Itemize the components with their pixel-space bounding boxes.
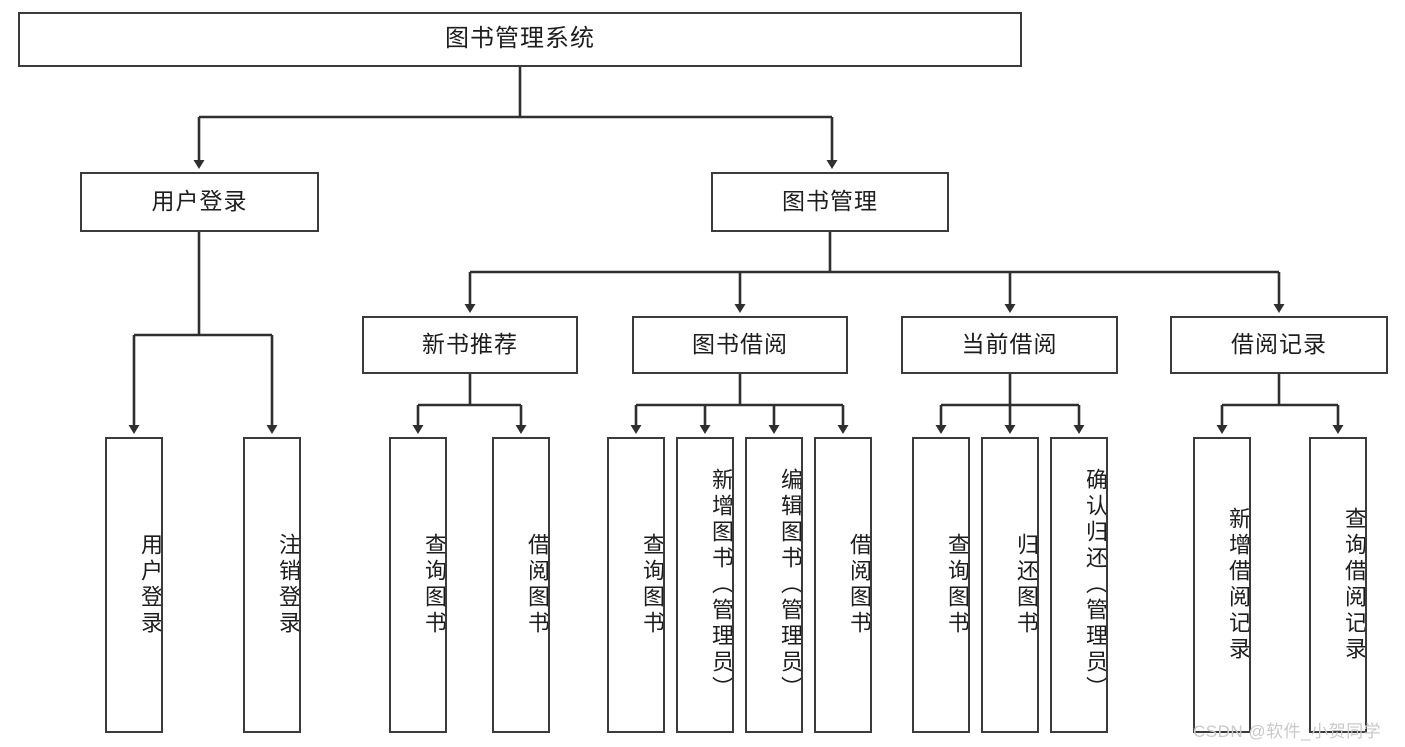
node-current-borrow-label: 当前借阅 — [961, 331, 1058, 358]
node-leaf-bb-query-book[interactable]: 查询图书 — [607, 437, 665, 733]
node-leaf-bb-borrow-book[interactable]: 借阅图书 — [814, 437, 872, 733]
node-leaf-user-login-label: 用户登录 — [138, 533, 163, 637]
node-leaf-bb-edit-book[interactable]: 编辑图书（管理员） — [745, 437, 803, 733]
node-book-borrow[interactable]: 图书借阅 — [632, 316, 848, 374]
node-leaf-user-login[interactable]: 用户登录 — [105, 437, 163, 733]
watermark-csdn: CSDN @软件_小贺同学 — [1193, 717, 1381, 742]
node-leaf-cb-query-book[interactable]: 查询图书 — [912, 437, 970, 733]
node-new-book-recommend-label: 新书推荐 — [422, 331, 518, 358]
node-user-login[interactable]: 用户登录 — [80, 172, 319, 232]
node-leaf-nb-query-book[interactable]: 查询图书 — [389, 437, 447, 733]
node-leaf-logout-label: 注销登录 — [276, 533, 301, 637]
node-book-borrow-label: 图书借阅 — [692, 331, 788, 358]
node-root-label: 图书管理系统 — [445, 25, 595, 53]
node-leaf-br-query-record-label: 查询借阅记录 — [1342, 507, 1367, 663]
node-user-login-label: 用户登录 — [151, 188, 248, 215]
node-leaf-bb-edit-book-label: 编辑图书（管理员） — [778, 468, 803, 702]
node-leaf-bb-add-book[interactable]: 新增图书（管理员） — [676, 437, 734, 733]
node-current-borrow[interactable]: 当前借阅 — [901, 316, 1118, 374]
watermark-text: CSDN @软件_小贺同学 — [1193, 722, 1382, 741]
node-borrow-record-label: 借阅记录 — [1231, 331, 1327, 358]
node-borrow-record[interactable]: 借阅记录 — [1170, 316, 1388, 374]
node-leaf-cb-return-book[interactable]: 归还图书 — [981, 437, 1039, 733]
node-leaf-bb-add-book-label: 新增图书（管理员） — [709, 468, 734, 702]
node-leaf-bb-borrow-book-label: 借阅图书 — [847, 533, 872, 637]
node-leaf-logout[interactable]: 注销登录 — [243, 437, 301, 733]
node-leaf-cb-query-book-label: 查询图书 — [945, 533, 970, 637]
node-root-book-management-system[interactable]: 图书管理系统 — [18, 12, 1022, 67]
node-book-management[interactable]: 图书管理 — [711, 172, 949, 232]
node-new-book-recommend[interactable]: 新书推荐 — [362, 316, 578, 374]
node-leaf-nb-borrow-book[interactable]: 借阅图书 — [492, 437, 550, 733]
node-leaf-cb-confirm-return-label: 确认归还（管理员） — [1083, 468, 1108, 702]
node-leaf-br-query-record[interactable]: 查询借阅记录 — [1309, 437, 1367, 733]
node-leaf-cb-return-book-label: 归还图书 — [1014, 533, 1039, 637]
node-leaf-br-add-record[interactable]: 新增借阅记录 — [1193, 437, 1251, 733]
node-book-management-label: 图书管理 — [782, 188, 878, 215]
node-leaf-cb-confirm-return[interactable]: 确认归还（管理员） — [1050, 437, 1108, 733]
node-leaf-nb-query-book-label: 查询图书 — [422, 533, 447, 637]
node-leaf-br-add-record-label: 新增借阅记录 — [1226, 507, 1251, 663]
node-leaf-bb-query-book-label: 查询图书 — [640, 533, 665, 637]
node-leaf-nb-borrow-book-label: 借阅图书 — [525, 533, 550, 637]
